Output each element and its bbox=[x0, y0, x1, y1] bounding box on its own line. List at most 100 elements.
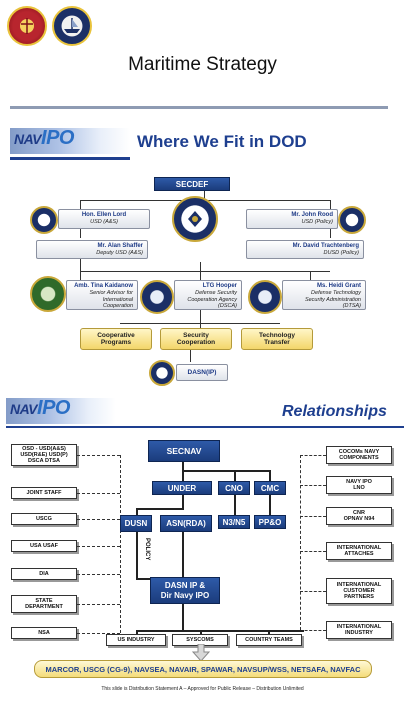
connector bbox=[80, 257, 81, 271]
eagle-icon bbox=[188, 211, 202, 227]
left-box-nsa: NSA bbox=[11, 627, 77, 639]
person-card-hooper: LTG Hooper Defense Security Cooperation … bbox=[174, 280, 242, 310]
n3n5-box: N3/N5 bbox=[218, 515, 250, 529]
commands-banner: MARCOR, USCG (CG-9), NAVSEA, NAVAIR, SPA… bbox=[34, 660, 372, 678]
dashed-link bbox=[77, 574, 120, 575]
slide1-title: Where We Fit in DOD bbox=[137, 132, 307, 151]
program-label: Transfer bbox=[264, 339, 290, 346]
box-label: OPNAV N94 bbox=[343, 516, 375, 522]
right-box-cnr: CNR OPNAV N94 bbox=[326, 507, 392, 525]
asn-rda-box: ASN(RDA) bbox=[160, 515, 212, 532]
brand-logo: NAVIPO bbox=[14, 127, 74, 150]
program-label: Technology bbox=[259, 331, 295, 339]
connector bbox=[120, 323, 280, 324]
dashed-link bbox=[300, 455, 301, 630]
connector bbox=[204, 190, 205, 200]
down-arrow-icon bbox=[192, 644, 210, 662]
agency-seal-icon bbox=[30, 206, 58, 234]
dod-seal-icon bbox=[172, 196, 218, 242]
connector bbox=[234, 470, 236, 482]
box-label: STATE bbox=[35, 597, 53, 604]
box-label: PARTNERS bbox=[344, 594, 374, 601]
dasn-ip-dir-box: DASN IP & Dir Navy IPO bbox=[150, 577, 220, 604]
connector bbox=[330, 200, 331, 210]
connector bbox=[200, 262, 201, 281]
program-label: Programs bbox=[100, 339, 132, 346]
dasn-ip-box: DASN(IP) bbox=[176, 364, 228, 381]
connector bbox=[200, 630, 202, 636]
dashed-link bbox=[77, 604, 120, 605]
person-name: LTG Hooper bbox=[202, 283, 237, 289]
bottom-box-country-teams: COUNTRY TEAMS bbox=[236, 634, 302, 646]
box-label: USD(R&E) USD(P) bbox=[20, 451, 68, 458]
person-card-kaidanow: Amb. Tina Kaidanow Senior Advisor for In… bbox=[66, 280, 138, 310]
bottom-box-us-industry: US INDUSTRY bbox=[106, 634, 166, 646]
connector bbox=[136, 630, 304, 632]
box-label: INTERNATIONAL bbox=[336, 544, 382, 551]
connector bbox=[269, 470, 271, 482]
connector bbox=[136, 508, 138, 516]
person-role: (DTSA) bbox=[342, 303, 361, 310]
box-label: NSA bbox=[38, 629, 50, 636]
person-card-lord: Hon. Ellen Lord USD (A&S) bbox=[58, 209, 150, 229]
ppo-box: PP&O bbox=[254, 515, 286, 529]
dusn-box: DUSN bbox=[120, 515, 152, 532]
box-label: NAVY IPO bbox=[346, 478, 372, 485]
right-box-attaches: INTERNATIONAL ATTACHES bbox=[326, 542, 392, 560]
cmc-box: CMC bbox=[254, 481, 286, 495]
brand-wave bbox=[10, 157, 130, 160]
connector bbox=[80, 271, 81, 281]
dashed-link bbox=[77, 493, 120, 494]
box-label: INDUSTRY bbox=[345, 630, 373, 636]
box-label: DASN IP & bbox=[164, 580, 206, 590]
cno-box: CNO bbox=[218, 481, 250, 495]
connector bbox=[136, 532, 138, 578]
connector bbox=[136, 508, 184, 510]
connector bbox=[310, 271, 311, 281]
person-role: Deputy USD (A&S) bbox=[96, 250, 143, 257]
box-label: USA USAF bbox=[30, 542, 58, 549]
dashed-link bbox=[77, 519, 120, 520]
box-label: JOINT STAFF bbox=[26, 489, 62, 496]
connector bbox=[182, 470, 270, 472]
distribution-statement: This slide is Distribution Statement A –… bbox=[101, 686, 304, 692]
person-name: Amb. Tina Kaidanow bbox=[74, 283, 133, 289]
connector bbox=[80, 271, 330, 272]
program-label: Cooperation bbox=[176, 339, 216, 346]
policy-label: POLICY bbox=[144, 538, 150, 561]
connector bbox=[136, 630, 138, 636]
left-box-uscg: USCG bbox=[11, 513, 77, 525]
person-name: Hon. Ellen Lord bbox=[81, 212, 127, 218]
person-card-rood: Mr. John Rood USD (Policy) bbox=[246, 209, 338, 229]
person-role: (DSCA) bbox=[218, 303, 237, 310]
agency-seal-icon bbox=[140, 280, 174, 314]
brand-ipo-text: IPO bbox=[37, 397, 70, 419]
agency-seal-icon bbox=[30, 276, 66, 312]
person-name: Mr. Alan Shaffer bbox=[97, 243, 143, 249]
connector bbox=[182, 532, 184, 578]
divider bbox=[10, 106, 388, 109]
person-role: International bbox=[102, 296, 133, 303]
dashed-link bbox=[77, 546, 120, 547]
person-role: Defense Security bbox=[195, 290, 237, 297]
dashed-link bbox=[300, 630, 326, 631]
box-label: CUSTOMER bbox=[343, 587, 375, 594]
box-label: Dir Navy IPO bbox=[160, 590, 210, 600]
person-role: USD (A&S) bbox=[90, 219, 118, 226]
connector bbox=[330, 226, 331, 238]
brand-banner bbox=[6, 398, 116, 424]
person-card-grant: Ms. Heidi Grant Defense Technology Secur… bbox=[282, 280, 366, 310]
person-role: Cooperation Agency bbox=[187, 296, 237, 303]
navy-seal-icon bbox=[52, 6, 92, 46]
navy-seal-icon bbox=[149, 360, 175, 386]
box-label: DSCA DTSA bbox=[28, 458, 60, 465]
connector bbox=[80, 200, 81, 210]
box-label: USCG bbox=[36, 515, 52, 522]
program-label: Cooperative bbox=[97, 331, 135, 339]
agency-seal-icon bbox=[248, 280, 282, 314]
person-role: Defense Technology bbox=[311, 290, 361, 297]
person-role: Security Administration bbox=[304, 296, 361, 303]
dashed-link bbox=[300, 455, 326, 456]
person-card-trachtenberg: Mr. David Trachtenberg DUSD (Policy) bbox=[246, 240, 364, 259]
